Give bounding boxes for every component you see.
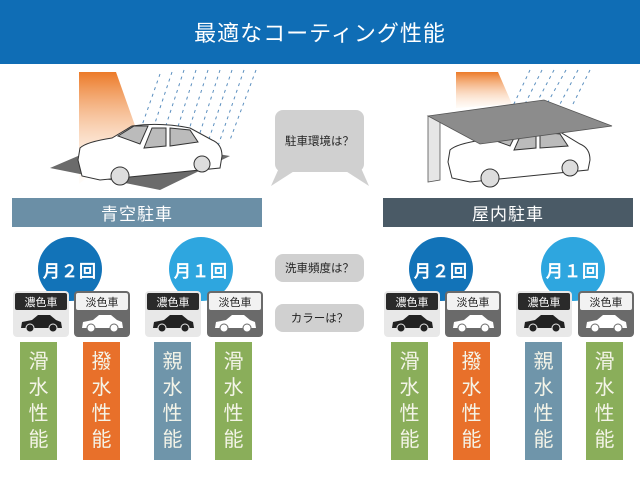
performance-water-sliding: 滑 水 性 能 xyxy=(20,342,57,460)
perf-char: 性 xyxy=(91,401,112,425)
perf-char: 能 xyxy=(399,427,420,451)
page-title: 最適なコーティング性能 xyxy=(0,0,640,64)
car-color-label: 淡色車 xyxy=(447,293,499,310)
performance-hydrophilic: 親 水 性 能 xyxy=(525,342,562,460)
perf-char: 滑 xyxy=(223,349,244,373)
dark-car-icon xyxy=(392,315,433,333)
performance-water-sliding: 滑 水 性 能 xyxy=(391,342,428,460)
perf-char: 性 xyxy=(594,401,615,425)
perf-char: 親 xyxy=(162,349,183,373)
dark-car-icon xyxy=(524,315,565,333)
perf-char: 能 xyxy=(533,427,554,451)
perf-char: 滑 xyxy=(594,349,615,373)
perf-char: 水 xyxy=(533,375,554,399)
perf-char: 水 xyxy=(91,375,112,399)
sedan-car-icon xyxy=(77,123,223,186)
frequency-badge-twice-monthly: 月２回 xyxy=(38,237,102,301)
light-car-card: 淡色車 xyxy=(445,291,501,337)
perf-char: 水 xyxy=(461,375,482,399)
dark-car-icon xyxy=(21,315,62,333)
open-air-parking-illustration xyxy=(50,69,257,190)
car-color-label: 濃色車 xyxy=(15,293,67,310)
perf-char: 性 xyxy=(223,401,244,425)
performance-water-sliding: 滑 水 性 能 xyxy=(586,342,623,460)
dark-car-card: 濃色車 xyxy=(13,291,69,337)
frequency-badge-once-monthly: 月１回 xyxy=(541,237,605,301)
car-color-label: 濃色車 xyxy=(147,293,199,310)
carport-roof xyxy=(426,99,613,145)
indoor-parking-banner: 屋内駐車 xyxy=(383,198,633,227)
perf-char: 性 xyxy=(461,401,482,425)
dark-car-card: 濃色車 xyxy=(384,291,440,337)
light-car-card: 淡色車 xyxy=(578,291,634,337)
perf-char: 滑 xyxy=(399,349,420,373)
perf-char: 性 xyxy=(162,401,183,425)
perf-char: 性 xyxy=(533,401,554,425)
perf-char: 能 xyxy=(594,427,615,451)
dark-car-card: 濃色車 xyxy=(516,291,572,337)
perf-char: 水 xyxy=(594,375,615,399)
light-car-card: 淡色車 xyxy=(74,291,130,337)
perf-char: 水 xyxy=(223,375,244,399)
performance-water-repellent: 撥 水 性 能 xyxy=(453,342,490,460)
car-color-label: 淡色車 xyxy=(76,293,128,310)
car-color-label: 濃色車 xyxy=(518,293,570,310)
perf-char: 性 xyxy=(28,401,49,425)
perf-char: 能 xyxy=(461,427,482,451)
frequency-badge-twice-monthly: 月２回 xyxy=(409,237,473,301)
car-color-label: 濃色車 xyxy=(386,293,438,310)
car-color-label: 淡色車 xyxy=(580,293,632,310)
performance-water-sliding: 滑 水 性 能 xyxy=(215,342,252,460)
perf-char: 撥 xyxy=(91,349,112,373)
light-car-card: 淡色車 xyxy=(207,291,263,337)
indoor-parking-illustration xyxy=(426,69,613,188)
light-car-icon xyxy=(215,315,256,333)
perf-char: 親 xyxy=(533,349,554,373)
light-car-icon xyxy=(82,315,123,333)
performance-hydrophilic: 親 水 性 能 xyxy=(154,342,191,460)
carport-wall xyxy=(427,115,441,183)
car-color-label: 淡色車 xyxy=(209,293,261,310)
frequency-badge-once-monthly: 月１回 xyxy=(169,237,233,301)
perf-char: 能 xyxy=(91,427,112,451)
perf-char: 能 xyxy=(162,427,183,451)
question-parking-environment: 駐車環境は？ xyxy=(275,110,364,172)
performance-water-repellent: 撥 水 性 能 xyxy=(83,342,120,460)
dark-car-icon xyxy=(153,315,194,333)
light-car-icon xyxy=(453,315,494,333)
perf-char: 滑 xyxy=(28,349,49,373)
dark-car-card: 濃色車 xyxy=(145,291,201,337)
light-car-icon xyxy=(586,315,627,333)
sunlight-icon xyxy=(456,72,512,108)
question-car-color: カラーは？ xyxy=(275,304,364,332)
open-air-parking-banner: 青空駐車 xyxy=(12,198,262,227)
perf-char: 性 xyxy=(399,401,420,425)
perf-char: 撥 xyxy=(461,349,482,373)
speech-bubble-tails xyxy=(271,168,369,186)
perf-char: 水 xyxy=(399,375,420,399)
question-wash-frequency: 洗車頻度は？ xyxy=(275,254,364,282)
perf-char: 能 xyxy=(223,427,244,451)
perf-char: 水 xyxy=(28,375,49,399)
perf-char: 水 xyxy=(162,375,183,399)
perf-char: 能 xyxy=(28,427,49,451)
rain-icon xyxy=(511,69,591,109)
